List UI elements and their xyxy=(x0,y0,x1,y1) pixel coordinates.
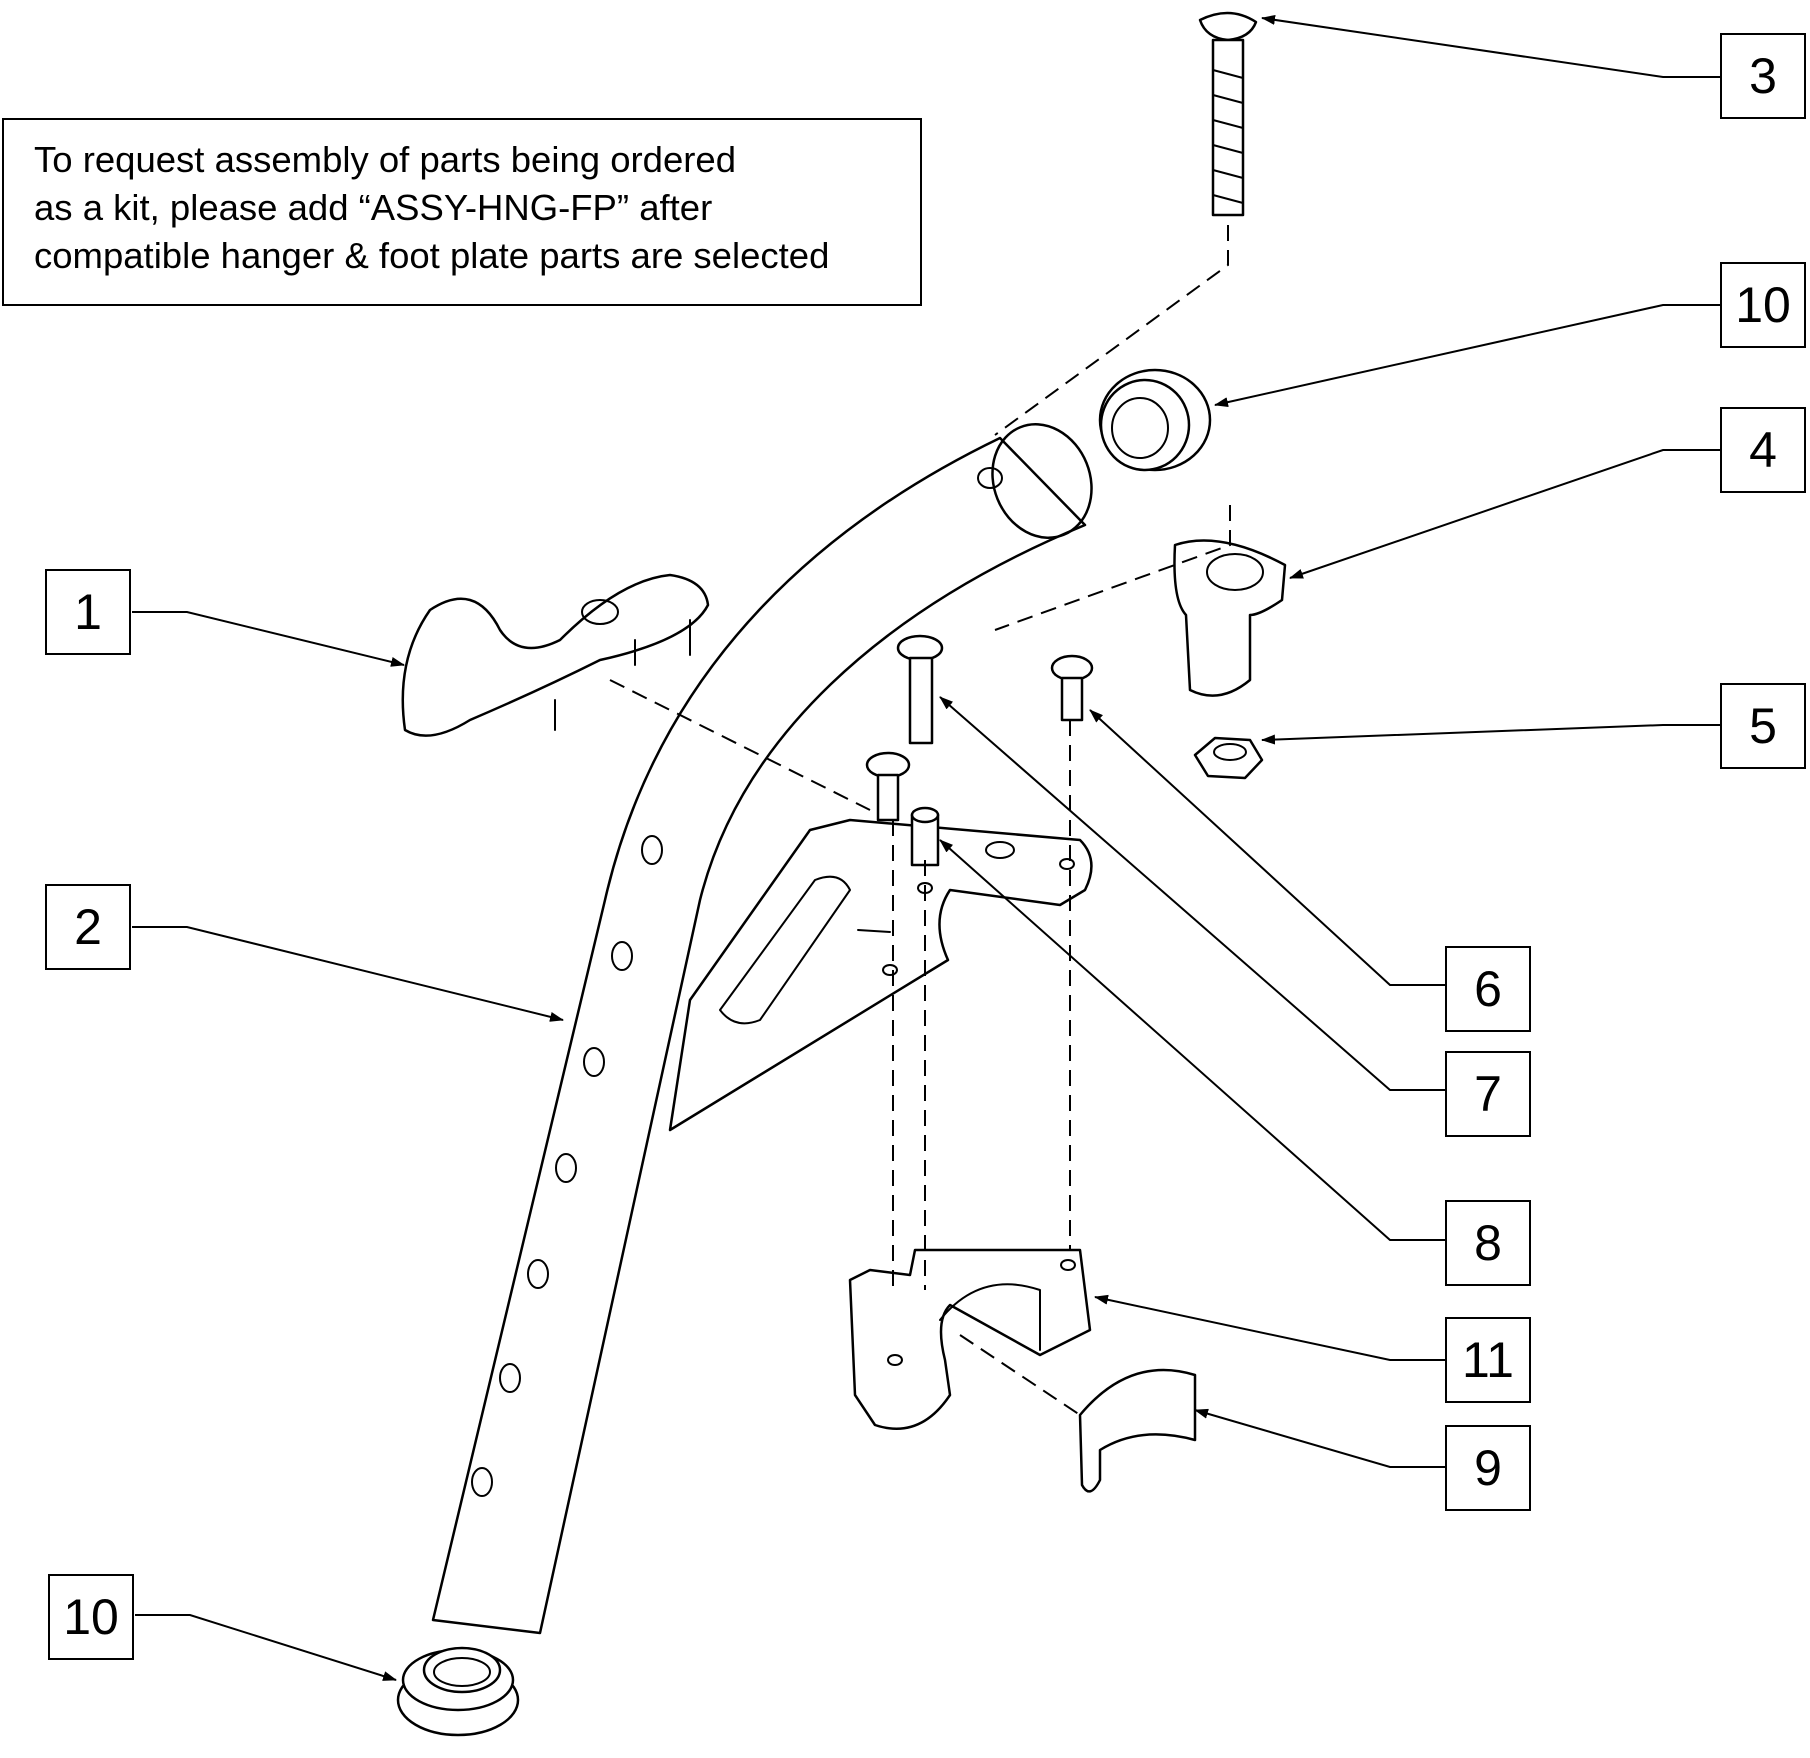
lock-nut xyxy=(1193,736,1264,780)
end-cap-bottom xyxy=(396,1646,520,1737)
clamp-housing xyxy=(1173,539,1287,697)
note-line-1: To request assembly of parts being order… xyxy=(34,139,737,180)
tube-holes xyxy=(471,835,663,1497)
callout-5: 5 xyxy=(1720,683,1806,769)
note-line-2: as a kit, please add “ASSY-HNG-FP” after xyxy=(34,187,713,228)
callout-9: 9 xyxy=(1445,1425,1531,1511)
callout-3: 3 xyxy=(1720,33,1806,119)
callout-2: 2 xyxy=(45,884,131,970)
small-screws xyxy=(865,634,1094,867)
callout-11: 11 xyxy=(1445,1317,1531,1403)
heel-loop-part xyxy=(401,573,710,737)
clamp-block xyxy=(848,1248,1092,1430)
callout-1: 1 xyxy=(45,569,131,655)
long-screw xyxy=(1198,11,1258,217)
clip-ring xyxy=(1078,1368,1197,1493)
callout-7: 7 xyxy=(1445,1051,1531,1137)
callout-4: 4 xyxy=(1720,407,1806,493)
note-line-3: compatible hanger & foot plate parts are… xyxy=(34,235,830,276)
hanger-tube xyxy=(431,423,1093,1635)
mounting-plate xyxy=(668,818,1093,1132)
end-cap-top xyxy=(1098,368,1212,472)
callout-8: 8 xyxy=(1445,1200,1531,1286)
callout-10-bottom: 10 xyxy=(48,1574,134,1660)
assembly-lines xyxy=(609,225,1231,1416)
leader-lines xyxy=(132,14,1722,1681)
callout-6: 6 xyxy=(1445,946,1531,1032)
assembly-note: To request assembly of parts being order… xyxy=(2,118,922,306)
callout-10-top: 10 xyxy=(1720,262,1806,348)
